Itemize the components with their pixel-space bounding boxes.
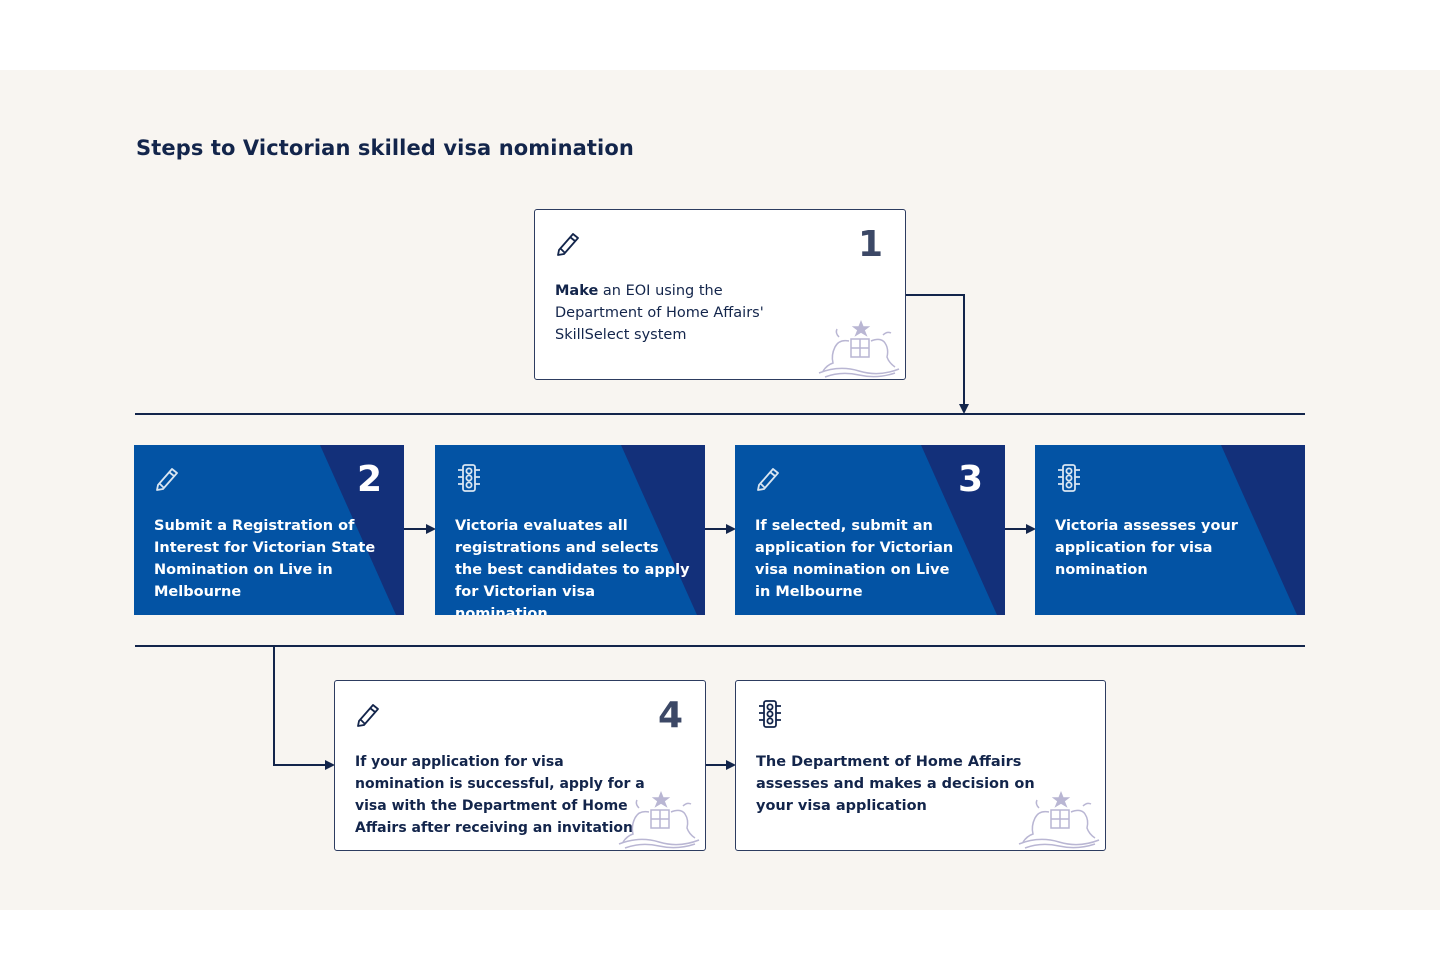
pencil-icon [755, 463, 783, 493]
coat-of-arms-watermark [613, 788, 705, 850]
step-number: 2 [356, 459, 382, 500]
step-text: Submit a Registration of Interest for Vi… [154, 518, 376, 600]
card-wedge [921, 445, 1005, 615]
step-number: 4 [657, 695, 683, 736]
pencil-icon [355, 699, 383, 729]
step-text: If your application for visa nomination … [355, 754, 645, 836]
step-text: Victoria assesses your application for v… [1055, 518, 1238, 578]
step-card-evaluate: Victoria evaluates all registrations and… [435, 445, 705, 615]
step-number: 3 [957, 459, 983, 500]
step-card-assess: Victoria assesses your application for v… [1035, 445, 1305, 615]
card-wedge [621, 445, 705, 615]
coat-of-arms-watermark [1013, 788, 1105, 850]
step-card-decision: The Department of Home Affairs assesses … [735, 680, 1106, 851]
pencil-icon [555, 228, 583, 258]
diagram-title: Steps to Victorian skilled visa nominati… [136, 136, 634, 160]
traffic-light-icon [756, 699, 784, 729]
step-text: Victoria evaluates all registrations and… [455, 518, 690, 615]
row-divider-bottom [135, 645, 1305, 647]
traffic-light-icon [1055, 463, 1083, 493]
step-card-4: 4 If your application for visa nominatio… [334, 680, 706, 851]
pencil-icon [154, 463, 182, 493]
coat-of-arms-watermark [813, 317, 905, 379]
card-wedge [1221, 445, 1305, 615]
step-card-2: 2 Submit a Registration of Interest for … [134, 445, 404, 615]
traffic-light-icon [455, 463, 483, 493]
step-card-1: 1 Make an EOI using the Department of Ho… [534, 209, 906, 380]
step-card-3: 3 If selected, submit an application for… [735, 445, 1005, 615]
step-text: Make an EOI using the Department of Home… [555, 283, 764, 343]
step-number: 1 [857, 224, 883, 265]
row-divider-top [135, 413, 1305, 415]
step-text: The Department of Home Affairs assesses … [756, 754, 1035, 814]
step-text: If selected, submit an application for V… [755, 518, 954, 600]
card-wedge [320, 445, 404, 615]
